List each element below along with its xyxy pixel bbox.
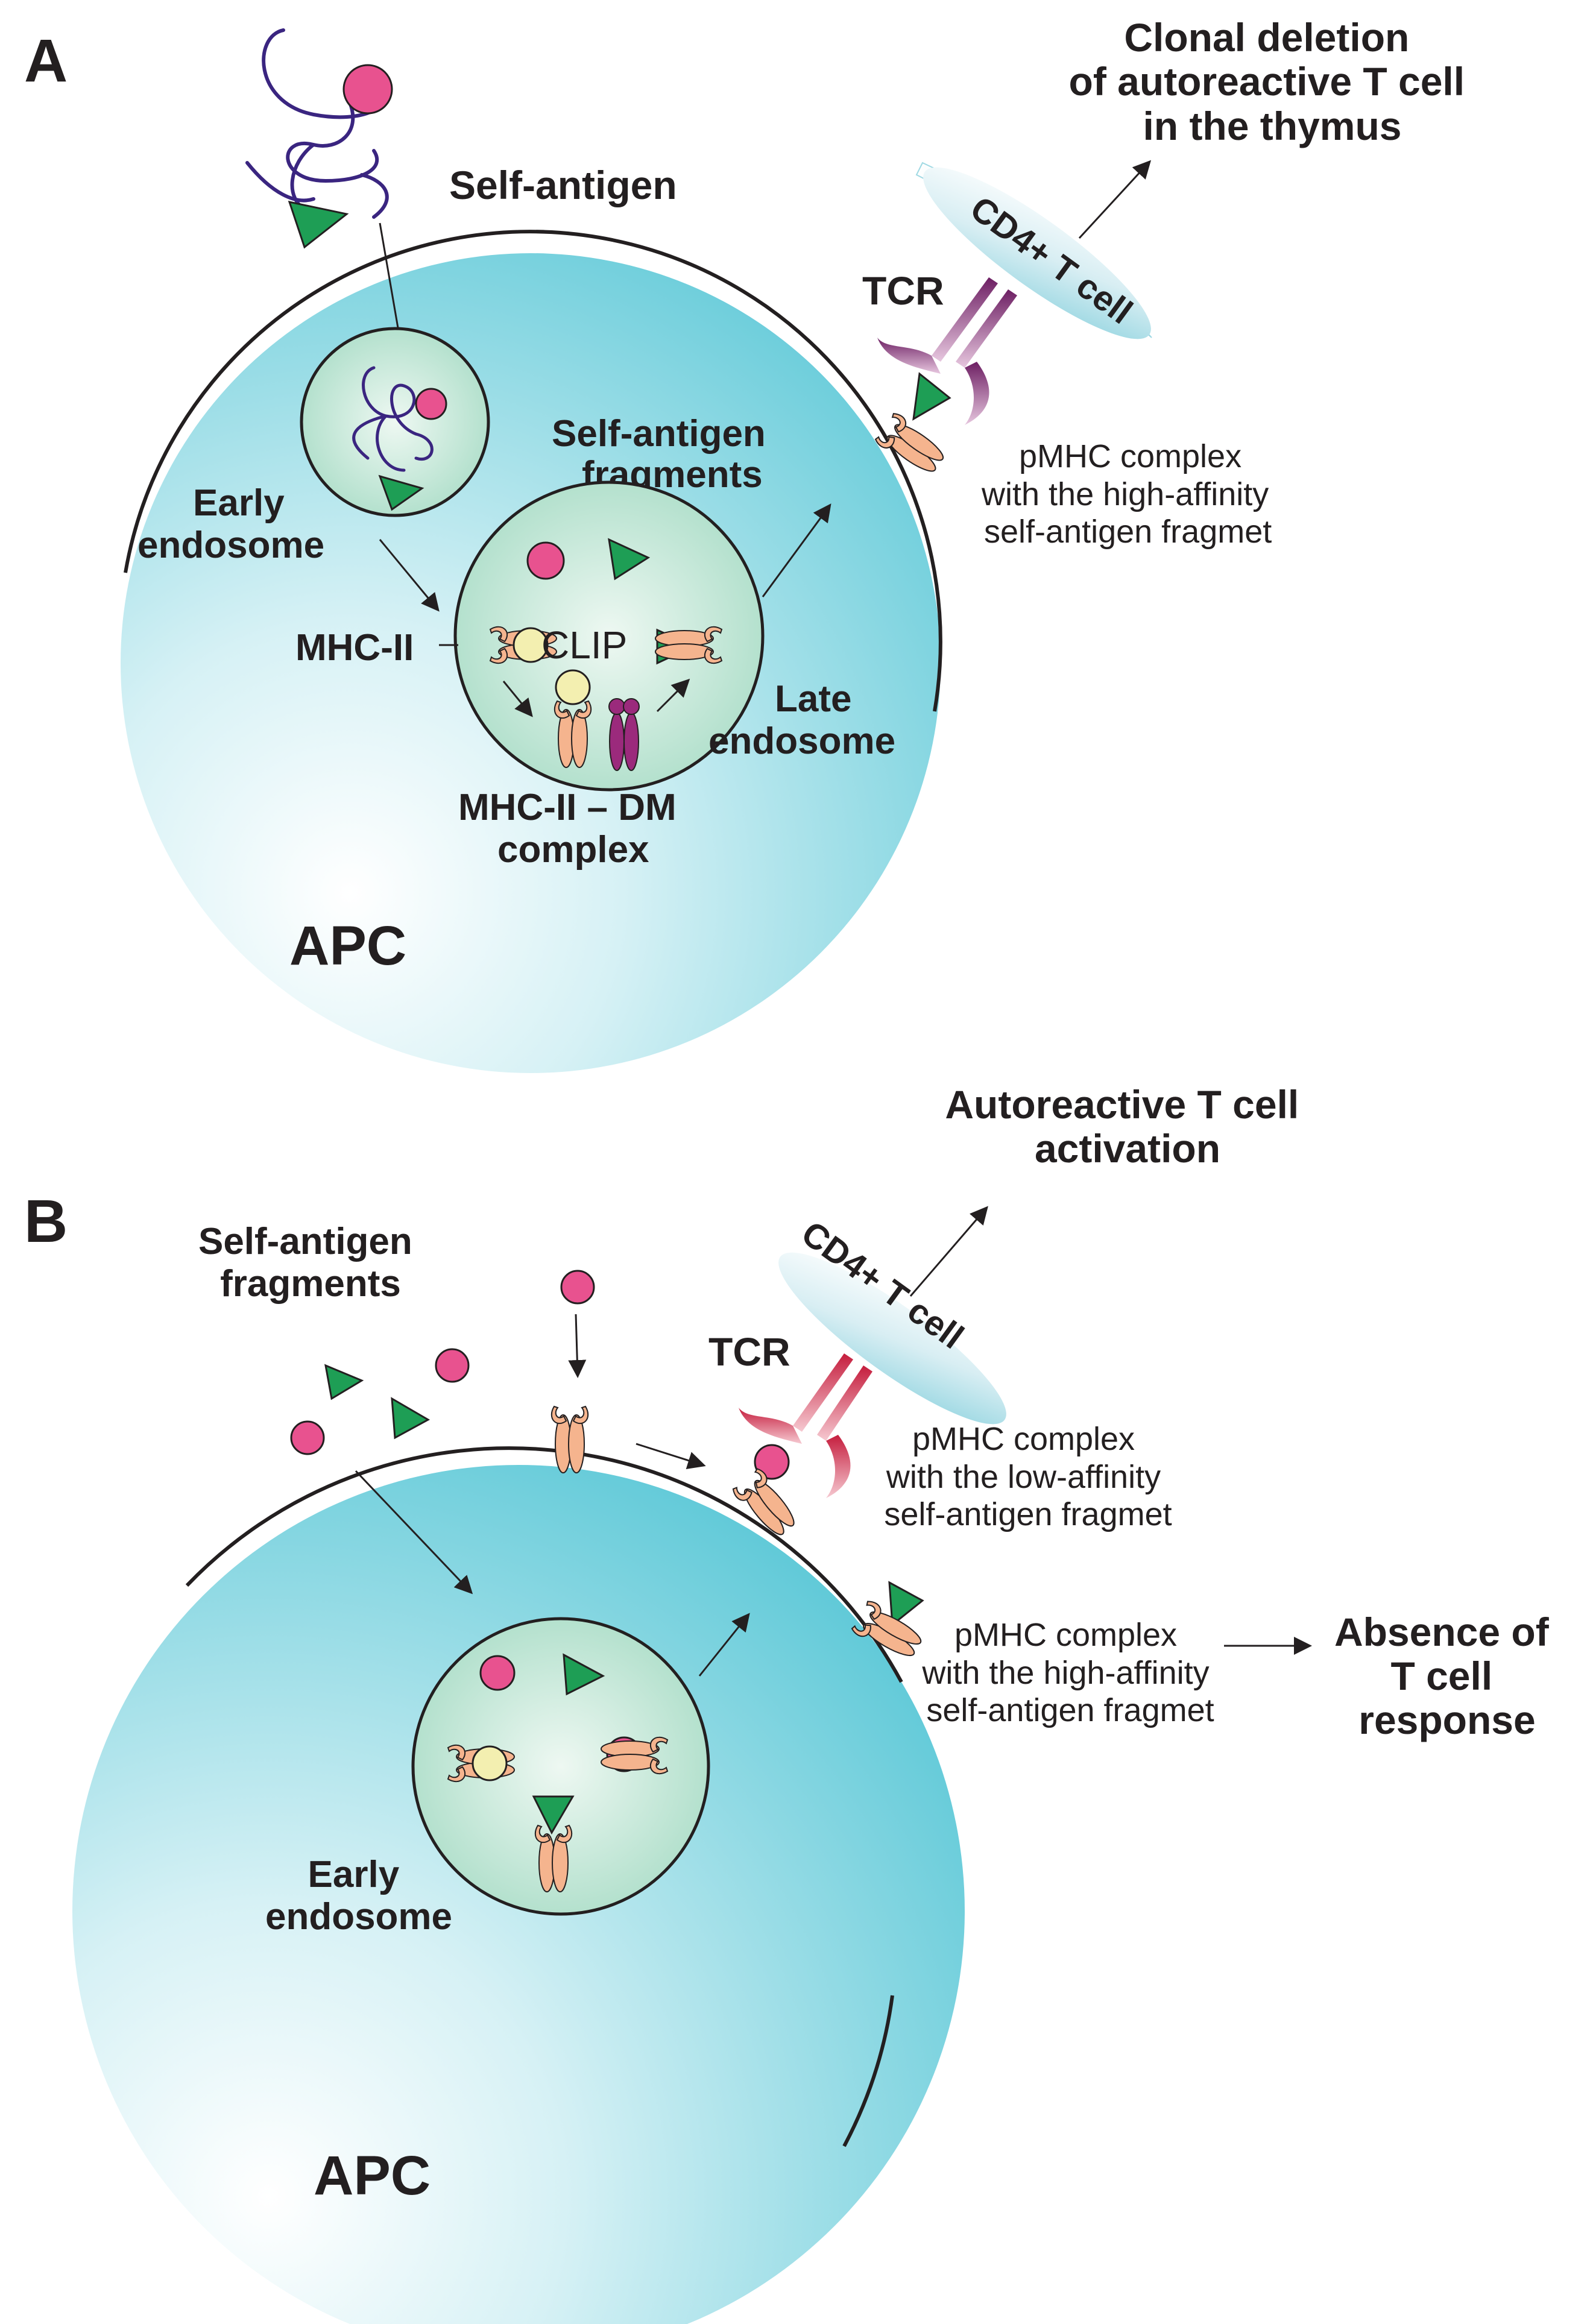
pink-circle-icon	[479, 1655, 516, 1691]
panel-a: A Self-antigen Early endosome Self-antig…	[24, 15, 1476, 1073]
tcell-a: CD4+ T cell	[915, 162, 1152, 339]
pink-circle-icon	[415, 388, 447, 420]
tcr-a-label: TCR	[862, 268, 944, 313]
arrow-icon	[909, 1206, 988, 1297]
pink-circle-icon	[560, 1270, 595, 1305]
tcr-icon	[739, 1353, 872, 1498]
tcr-icon	[877, 277, 1017, 425]
arrow-icon	[379, 539, 440, 612]
mhc-ii-icon	[551, 1406, 589, 1473]
clip-peptide	[513, 627, 549, 663]
pink-circle-icon	[342, 64, 393, 115]
dm-complex-label: MHC-II – DM complex	[458, 787, 687, 871]
fragments-b-label: Self-antigen fragments	[198, 1221, 423, 1305]
clip-peptide	[555, 669, 591, 705]
tcell-b: CD4+ T cell	[778, 1214, 1006, 1425]
green-triangle-icon	[391, 1397, 431, 1440]
early-endosome-b	[411, 1617, 710, 1916]
arrow-icon	[762, 503, 831, 597]
late-endosome-label: Late endosome	[708, 678, 895, 762]
pink-circle-icon	[754, 1444, 790, 1480]
pmhc-high-label: pMHC complex with the high-affinity self…	[921, 1617, 1218, 1728]
tcr-b-label: TCR	[708, 1329, 790, 1374]
arrow-icon	[355, 1470, 473, 1595]
panel-b-letter: B	[24, 1188, 68, 1255]
green-triangle-icon	[378, 474, 424, 511]
green-triangle-icon	[608, 538, 651, 581]
early-endosome-b-label: Early endosome	[265, 1854, 452, 1938]
self-antigen-label: Self-antigen	[449, 163, 677, 207]
outcome-b-right-label: Absence of T cell response	[1334, 1610, 1560, 1742]
green-triangle-icon	[563, 1653, 605, 1696]
early-endosome-a-label: Early endosome	[137, 482, 324, 566]
self-antigen-protein	[245, 28, 393, 249]
fragments-a-label: Self-antigen fragments	[552, 413, 776, 496]
green-triangle-icon	[888, 1581, 924, 1626]
apc-a-label: APC	[289, 915, 406, 977]
panel-b: B Self-antigen fragments Early endosome	[24, 1082, 1560, 2324]
green-triangle-icon	[912, 372, 951, 421]
early-endosome-a	[300, 327, 490, 517]
pmhc-a-label: pMHC complex with the high-affinity self…	[981, 438, 1278, 550]
apc-membrane-a	[124, 230, 942, 712]
arrow-icon	[656, 678, 690, 713]
outcome-a-label: Clonal deletion of autoreactive T cell i…	[1069, 15, 1476, 148]
pink-circle-icon	[526, 541, 565, 580]
green-triangle-icon	[532, 1795, 575, 1835]
apc-b-label: APC	[314, 2145, 431, 2206]
green-triangle-icon	[324, 1364, 364, 1400]
arrow-icon	[1078, 160, 1152, 239]
arrow-icon	[698, 1613, 750, 1677]
pmhc-low-label: pMHC complex with the low-affinity self-…	[884, 1421, 1172, 1532]
outcome-b-top-label: Autoreactive T cell activation	[945, 1082, 1310, 1171]
panel-a-letter: A	[24, 27, 68, 95]
mhc2-label: MHC-II	[295, 627, 414, 669]
green-triangle-icon	[288, 200, 349, 249]
arrow-icon	[568, 1314, 587, 1378]
clip-label: CLIP	[541, 623, 627, 667]
arrow-icon	[636, 1443, 706, 1470]
tcell-a-label: CD4+ T cell	[963, 189, 1139, 332]
arrow-icon	[502, 681, 533, 717]
pink-circle-icon	[290, 1420, 325, 1455]
clip-peptide	[472, 1745, 508, 1781]
pink-circle-icon	[435, 1348, 470, 1383]
